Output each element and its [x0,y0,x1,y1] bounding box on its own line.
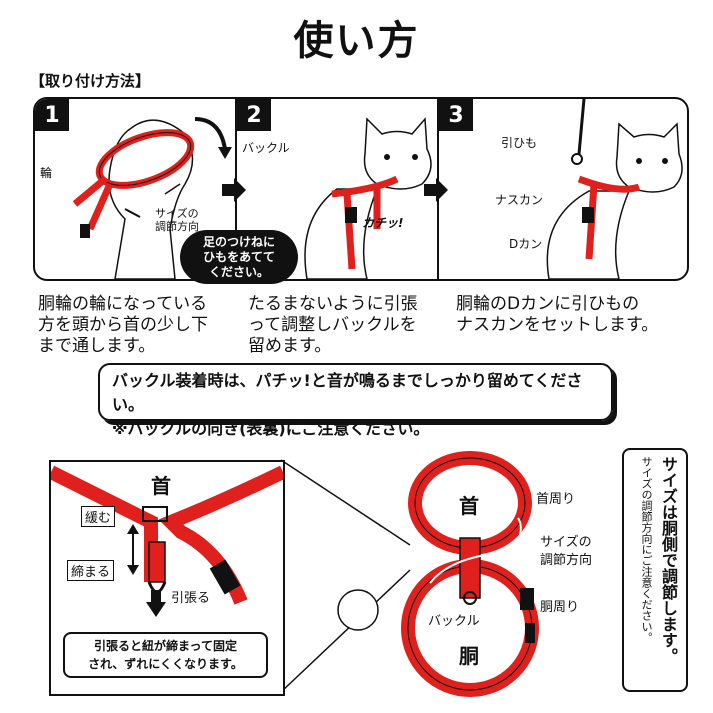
click-label: カチッ! [362,216,404,230]
buckle-detail-panel: 首 緩む 締まる 引張る 引張ると紐が締まって固定 され、ずれにくくなります。 [49,460,285,696]
side-note-line-1: サイズは胴側で調節します。 [659,456,678,664]
neck-loop-label: 首 [459,494,479,518]
buckle-note: バックル装着時は、パチッ!と音が鳴るまでしっかり留めてください。 ※バックルの向… [98,363,613,438]
buckle-detail-illustration [51,465,283,617]
loosen-label: 緩む [81,506,116,527]
step-3-illustration [546,99,683,279]
steps-panel: 1 輪 サイズの 調節方向 2 [33,97,689,281]
step-2-illustration [304,117,432,279]
note-line-2: ※バックルの向き(表裏)にご注意ください。 [112,419,430,438]
side-note-line-2: サイズの調節方向にご注意ください。 [640,456,653,643]
arrow-right-icon [222,178,246,202]
section-heading: 【取り付け方法】 [30,72,151,90]
page-title: 使い方 [293,18,420,64]
step-number: 3 [439,99,473,131]
figure8-harness [401,451,539,697]
snap-hook-label: ナスカン [495,193,544,207]
d-ring-label: Dカン [509,237,543,251]
step-2-description: たるまないように引張 って調整しバックルを 留めます。 [248,294,418,356]
neck-girth-label: 首周り [536,492,576,507]
ring-label: 輪 [40,166,53,180]
step-number: 2 [237,99,271,131]
step-1-description: 胴輪の輪になっている 方を頭から首の少し下 まで通します。 [38,294,208,356]
detail-caption: 引張ると紐が締まって固定 され、ずれにくくなります。 [63,632,268,678]
step-2: 2 バックル カチッ! [237,99,437,279]
side-note: サイズは胴側で調節します。 サイズの調節方向にご注意ください。 [622,448,688,692]
step-1-illustration [72,117,232,279]
step-1: 1 輪 サイズの 調節方向 [35,99,235,279]
body-loop-label: 胴 [459,644,479,668]
neck-label: 首 [151,474,171,498]
zoom-connector [280,459,411,693]
body-girth-label: 胴周り [540,600,580,615]
buckle-label: バックル [242,141,290,155]
arrow-right-icon [424,178,448,202]
size-adjust-direction-label: サイズの 調節方向 [540,535,593,568]
tip-bubble: 足のつけねに ひもをあてて ください。 [180,230,298,284]
size-adjust-label: サイズの 調節方向 [155,207,199,233]
note-line-1: バックル装着時は、パチッ!と音が鳴るまでしっかり留めてください。 [112,371,583,414]
step-number: 1 [35,99,69,131]
tighten-label: 締まる [67,560,115,581]
buckle-label: バックル [428,614,480,629]
leash-label: 引ひも [501,136,538,150]
step-3-description: 胴輪のDカンに引ひもの ナスカンをセットします。 [456,294,659,335]
pull-label: 引張る [171,591,211,606]
step-3: 3 引ひも ナスカン Dカン [439,99,687,279]
